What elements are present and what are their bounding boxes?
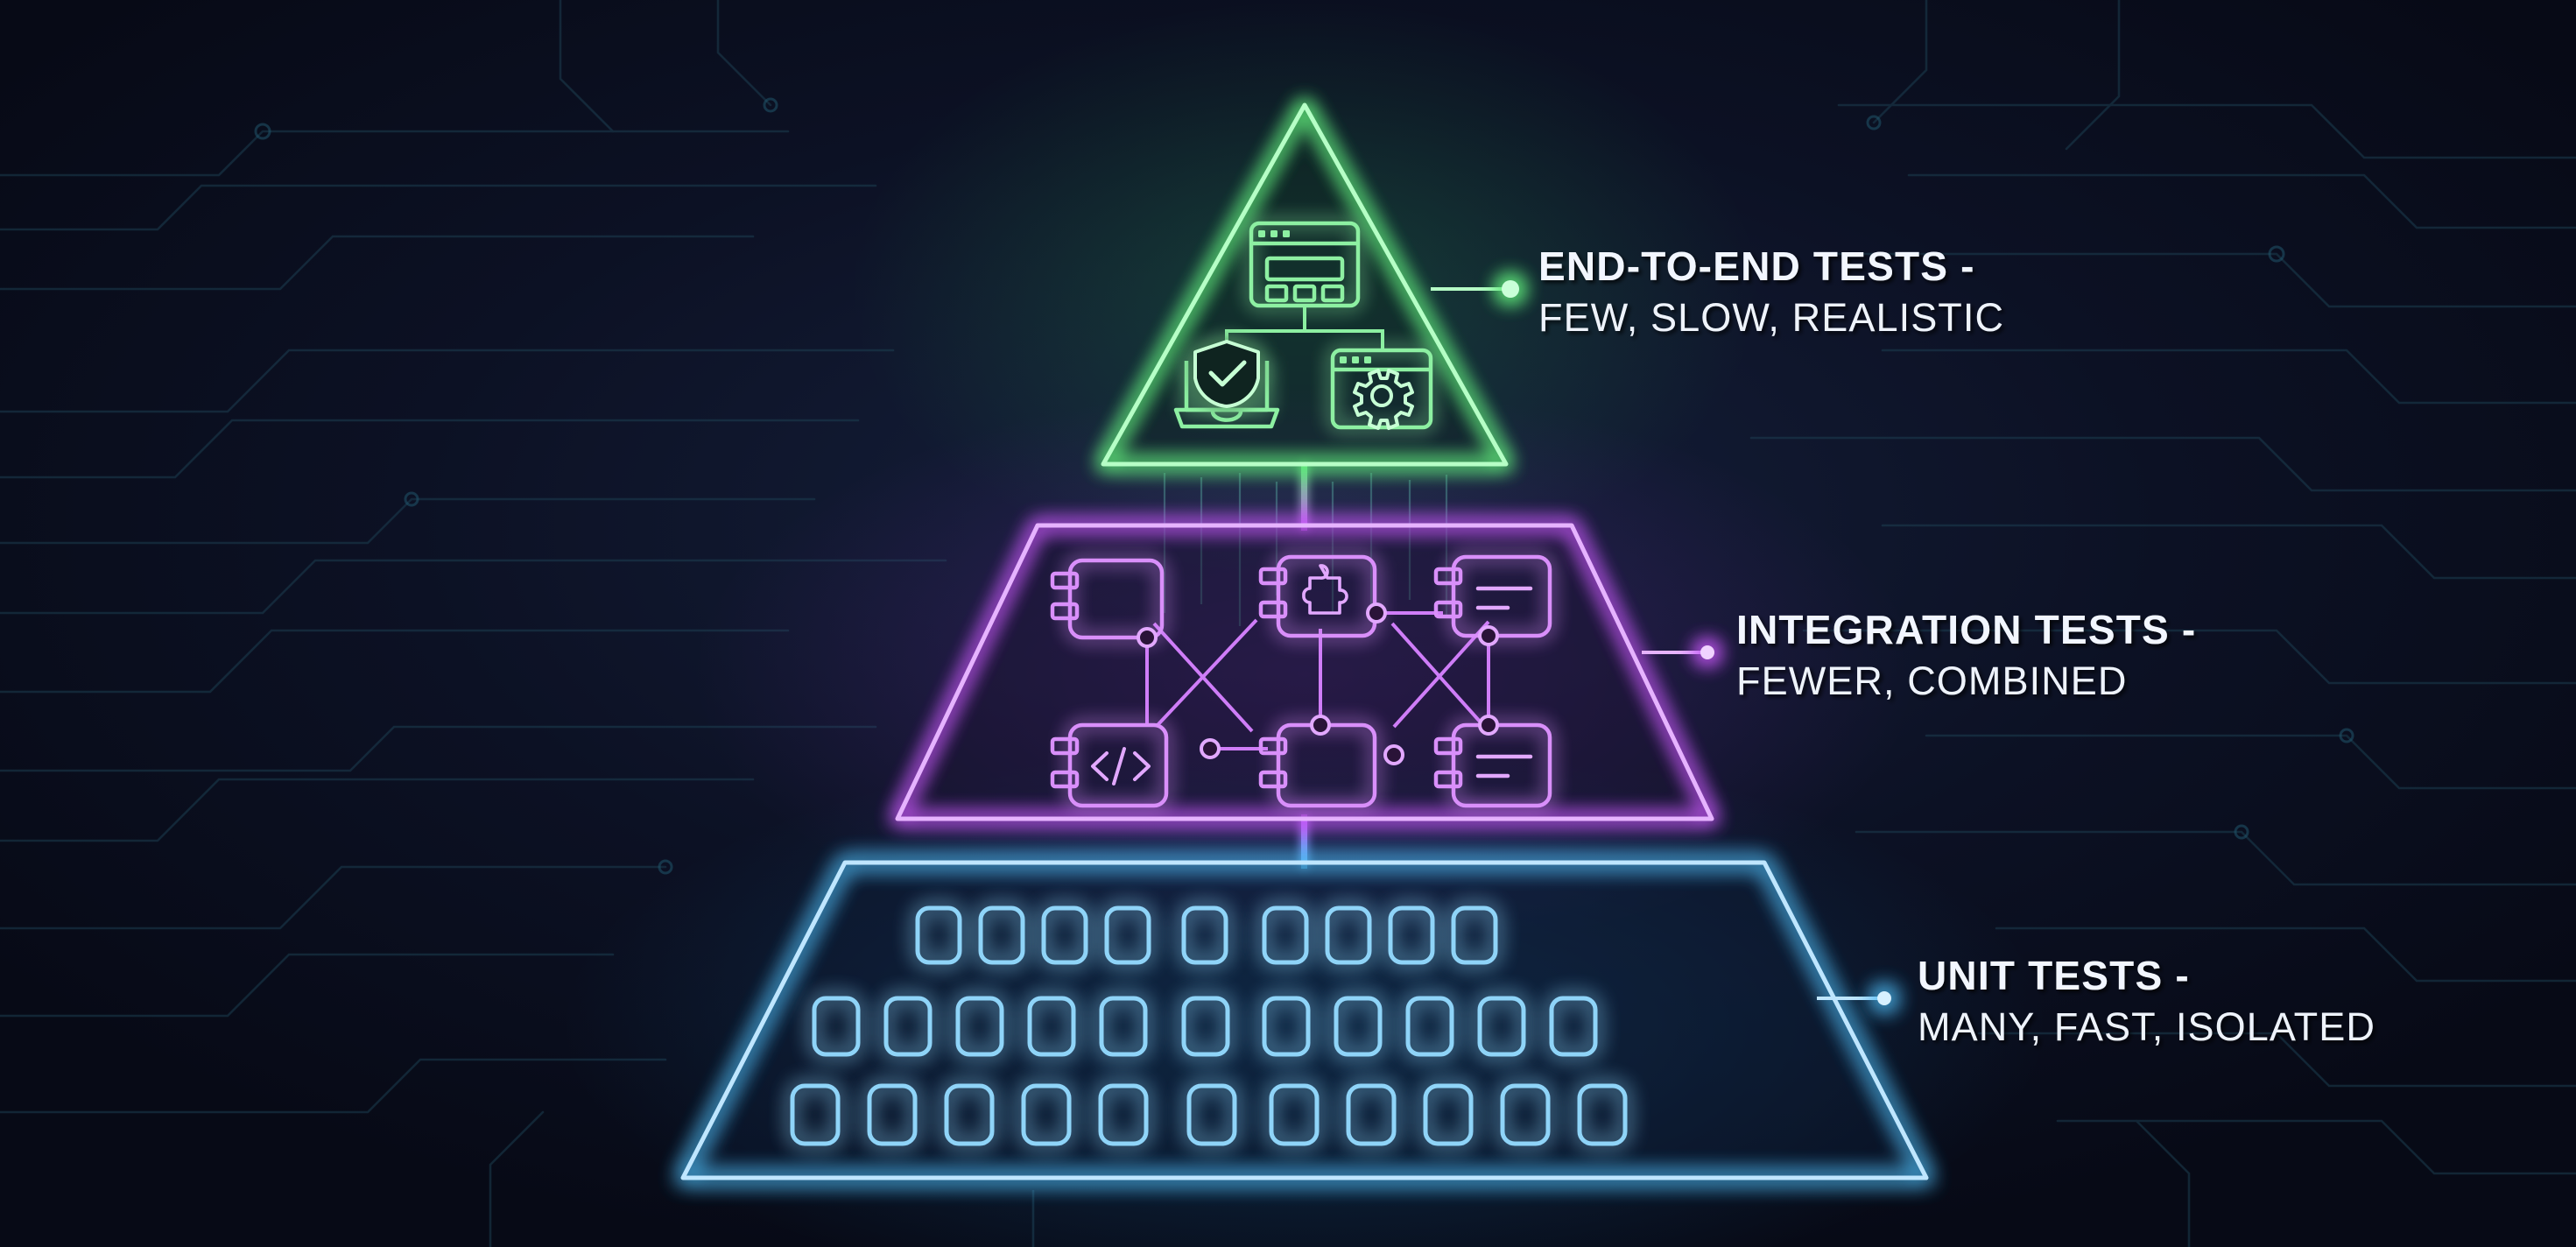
window-dots [1258, 230, 1290, 237]
integration-tier-outline [895, 523, 1714, 821]
check-icon [1208, 360, 1247, 387]
label-e2e-title: END-TO-END TESTS - [1538, 243, 1975, 289]
laptop-shield-check-icon [1173, 339, 1280, 429]
integration-tier-fill [897, 525, 1712, 819]
list-lines-icon [1475, 754, 1533, 778]
callout-e2e [1431, 275, 1524, 303]
unit-tier-outline [680, 860, 1929, 1180]
label-integration-title: INTEGRATION TESTS - [1736, 607, 2196, 652]
unit-cell-row [790, 1083, 1628, 1146]
tier-connector-integration-unit [1299, 814, 1309, 869]
shield-icon [1193, 339, 1261, 409]
integration-node-graph [1050, 554, 1552, 808]
node-group [1050, 554, 1552, 808]
unit-cell-row [915, 905, 1498, 965]
browser-window-icon [1249, 221, 1361, 308]
unit-cell-row [812, 996, 1598, 1057]
circuit-pad-nodes [254, 97, 2354, 875]
node-links [1145, 611, 1490, 750]
e2e-tier-outline [1101, 102, 1509, 467]
gear-icon [1353, 369, 1414, 430]
label-unit: UNIT TESTS - MANY, FAST, ISOLATED [1918, 953, 2375, 1049]
tier-unit-tests[interactable] [678, 857, 1932, 1183]
tier-e2e-tests[interactable] [1098, 100, 1511, 469]
tier-connector-e2e-integration [1299, 462, 1309, 531]
label-integration-subtitle: FEWER, COMBINED [1736, 659, 2128, 703]
label-e2e: END-TO-END TESTS - FEW, SLOW, REALISTIC [1538, 243, 2004, 340]
puzzle-piece-icon [1302, 564, 1348, 615]
list-lines-icon [1475, 586, 1533, 610]
label-integration: INTEGRATION TESTS - FEWER, COMBINED [1736, 607, 2196, 703]
label-unit-subtitle: MANY, FAST, ISOLATED [1918, 1004, 2375, 1049]
callout-unit [1817, 986, 1897, 1011]
tier-integration-tests[interactable] [892, 520, 1717, 824]
label-unit-title: UNIT TESTS - [1918, 953, 2190, 998]
label-e2e-subtitle: FEW, SLOW, REALISTIC [1538, 295, 2004, 340]
e2e-icon-cluster [1173, 221, 1433, 430]
light-rays [1163, 473, 1448, 626]
unit-test-cell-grid [790, 905, 1628, 1146]
browser-gear-icon [1330, 348, 1433, 430]
callout-integration [1642, 640, 1720, 665]
code-brackets-icon [1091, 747, 1151, 786]
